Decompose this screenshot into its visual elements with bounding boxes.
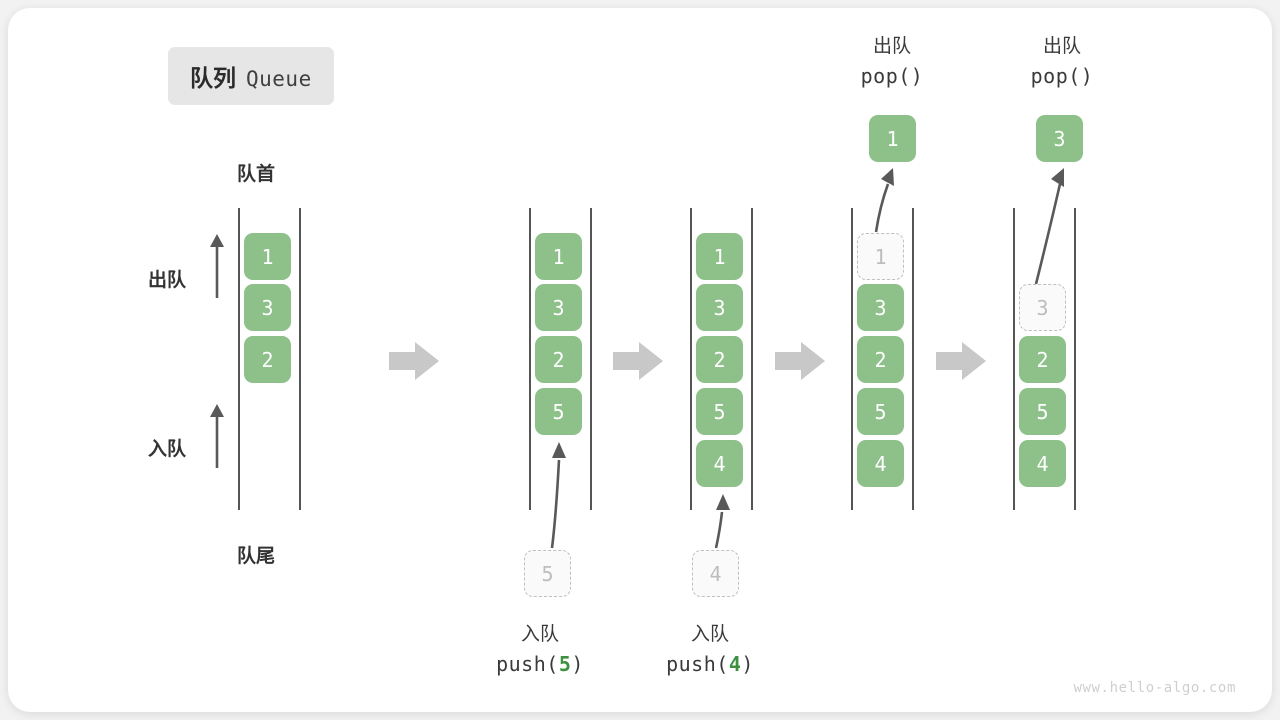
operation-label-cn: 出队 <box>872 36 911 57</box>
label-queue-rear: 队尾 <box>237 546 276 567</box>
pop-arrow-icon <box>1034 168 1064 285</box>
queue-rail-right-3 <box>751 208 753 510</box>
incoming-ghost-cell: 4 <box>692 550 739 597</box>
step-arrow-icon <box>389 342 439 380</box>
queue-rail-right-2 <box>590 208 592 510</box>
queue-rail-left-1 <box>238 208 240 510</box>
queue-cell: 4 <box>857 440 904 487</box>
popped-cell: 1 <box>869 115 916 162</box>
queue-cell: 2 <box>857 336 904 383</box>
queue-rail-left-5 <box>1013 208 1015 510</box>
title-chinese: 队列 <box>190 65 236 91</box>
operation-label-cn: 出队 <box>1042 36 1081 57</box>
queue-cell: 1 <box>535 233 582 280</box>
push-arrow-icon <box>550 442 566 549</box>
queue-cell: 4 <box>696 440 743 487</box>
queue-cell: 3 <box>857 284 904 331</box>
queue-cell: 3 <box>696 284 743 331</box>
queue-rail-left-4 <box>851 208 853 510</box>
title-english: Queue <box>246 67 312 91</box>
step-arrow-icon <box>775 342 825 380</box>
watermark: www.hello-algo.com <box>1073 680 1236 696</box>
step-arrow-icon <box>936 342 986 380</box>
queue-cell: 1 <box>696 233 743 280</box>
queue-cell: 3 <box>535 284 582 331</box>
operation-label-cn: 入队 <box>690 624 729 645</box>
queue-cell: 5 <box>1019 388 1066 435</box>
operation-code: push(5) <box>496 652 584 677</box>
queue-rail-left-3 <box>690 208 692 510</box>
queue-cell: 2 <box>1019 336 1066 383</box>
incoming-ghost-cell: 5 <box>524 550 571 597</box>
step-arrow-icon <box>613 342 663 380</box>
operation-label-cn: 入队 <box>520 624 559 645</box>
popped-cell: 3 <box>1036 115 1083 162</box>
queue-cell: 2 <box>535 336 582 383</box>
queue-cell-vacated: 1 <box>857 233 904 280</box>
label-dequeue: 出队 <box>148 270 187 291</box>
queue-rail-right-5 <box>1074 208 1076 510</box>
queue-cell: 1 <box>244 233 291 280</box>
queue-rail-left-2 <box>529 208 531 510</box>
queue-cell: 5 <box>696 388 743 435</box>
operation-pop-1: 出队 pop() <box>822 32 962 92</box>
operation-push-5: 入队 push(5) <box>470 620 610 680</box>
title-badge: 队列 Queue <box>168 47 334 105</box>
operation-code: pop() <box>860 64 924 89</box>
label-enqueue: 入队 <box>148 439 187 460</box>
label-queue-front: 队首 <box>237 164 276 185</box>
operation-code: pop() <box>1030 64 1094 89</box>
operation-code: push(4) <box>666 652 754 677</box>
queue-rail-right-1 <box>299 208 301 510</box>
queue-cell: 4 <box>1019 440 1066 487</box>
queue-cell-vacated: 3 <box>1019 284 1066 331</box>
operation-pop-2: 出队 pop() <box>992 32 1132 92</box>
pop-arrow-icon <box>874 168 894 233</box>
queue-cell: 2 <box>244 336 291 383</box>
queue-rail-right-4 <box>912 208 914 510</box>
push-arrow-icon <box>714 494 730 549</box>
queue-cell: 5 <box>857 388 904 435</box>
queue-cell: 5 <box>535 388 582 435</box>
enqueue-direction-arrow <box>210 404 224 468</box>
operation-push-4: 入队 push(4) <box>640 620 780 680</box>
dequeue-direction-arrow <box>210 234 224 298</box>
queue-cell: 2 <box>696 336 743 383</box>
queue-cell: 3 <box>244 284 291 331</box>
